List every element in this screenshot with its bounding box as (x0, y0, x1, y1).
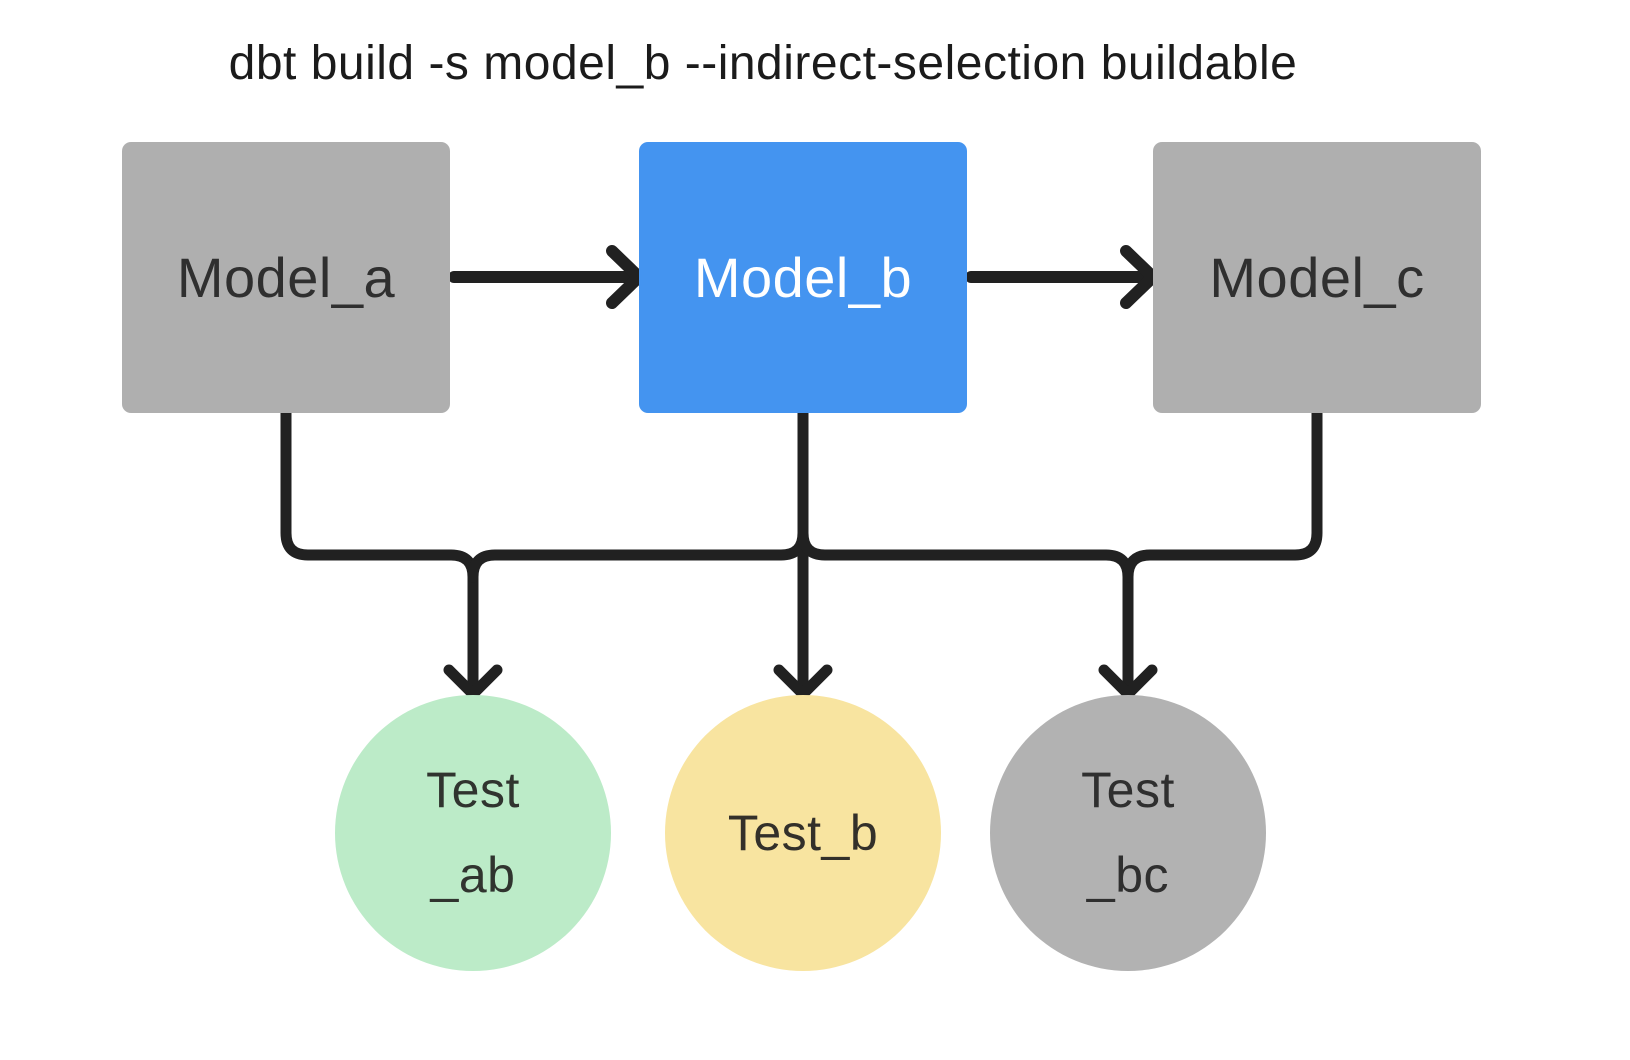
edge-model-c-test-bc (1122, 407, 1323, 583)
arrowhead-test-ab-icon (443, 664, 503, 700)
node-test-ab: Test _ab (335, 695, 611, 971)
node-model-c: Model_c (1153, 142, 1481, 413)
edge-model-b-test-bc (797, 407, 1134, 690)
node-test-b-label: Test_b (727, 804, 879, 861)
node-model-b: Model_b (639, 142, 967, 413)
node-test-b: Test_b (665, 695, 941, 971)
edge-model-a-test-ab (280, 407, 479, 690)
node-model-b-label: Model_b (693, 246, 913, 309)
node-test-ab-label: Test _ab (426, 762, 520, 903)
diagram-title: dbt build -s model_b --indirect-selectio… (228, 37, 1298, 90)
node-model-a: Model_a (122, 142, 450, 413)
arrowhead-test-b-icon (773, 664, 833, 700)
node-model-a-label: Model_a (176, 246, 396, 309)
node-test-bc: Test _bc (990, 695, 1266, 971)
node-test-bc-label: Test _bc (1081, 762, 1175, 903)
node-model-c-label: Model_c (1209, 246, 1425, 309)
arrowhead-test-bc-icon (1098, 664, 1158, 700)
edge-model-b-test-ab (467, 407, 809, 583)
